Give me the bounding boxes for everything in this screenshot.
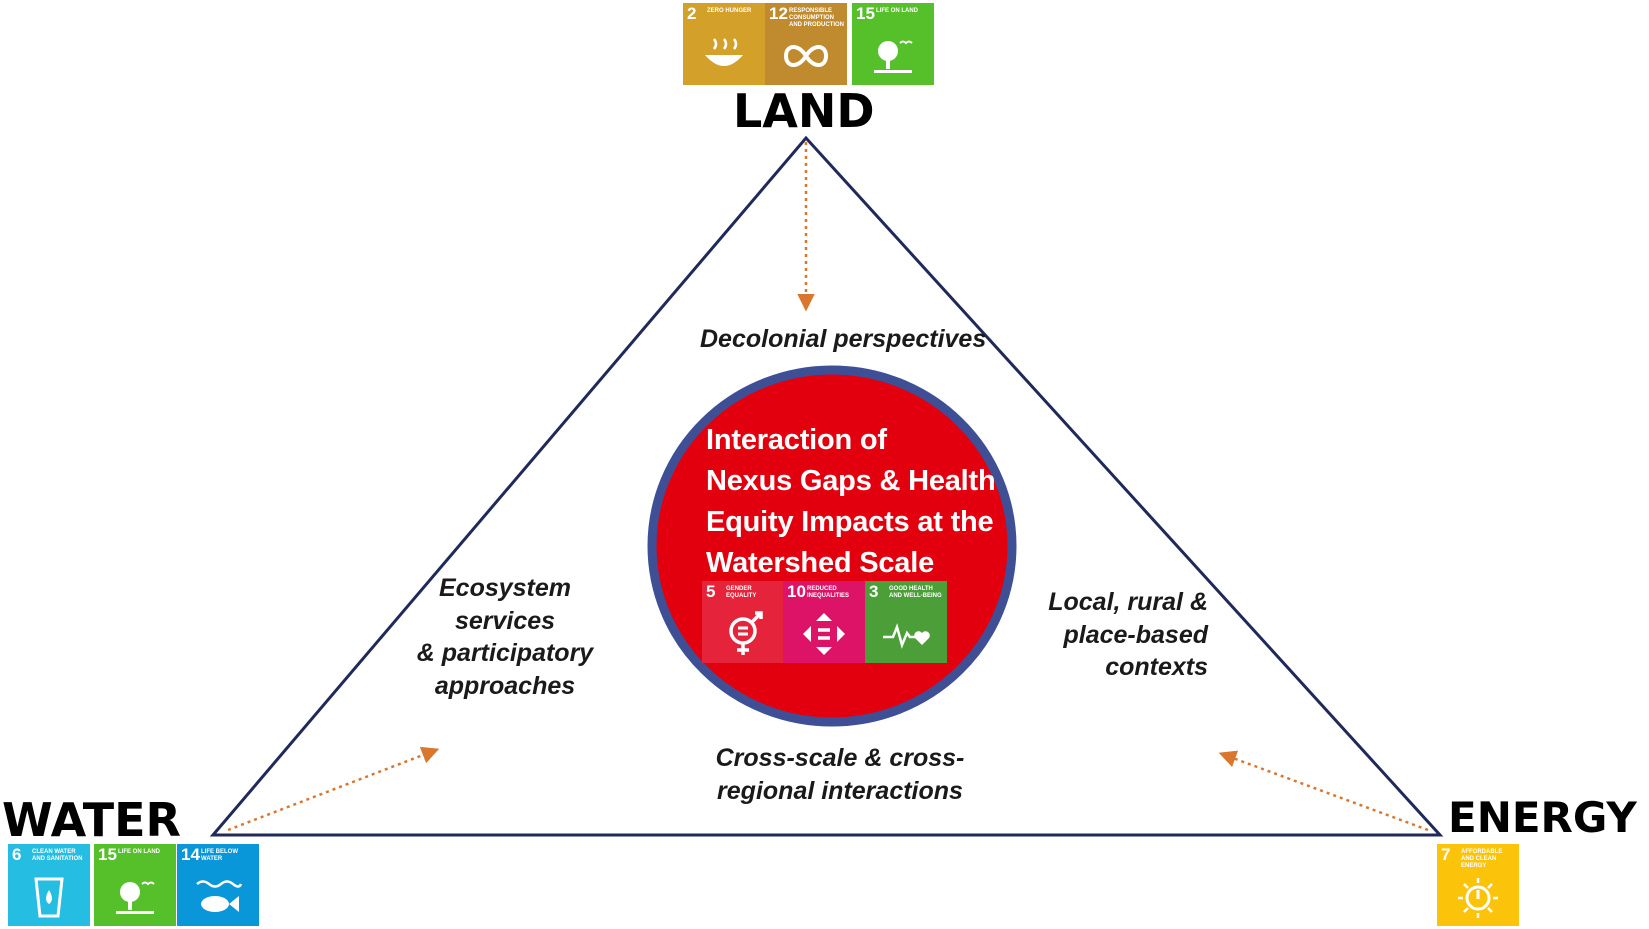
sdg-title: LIFE BELOW WATER	[201, 849, 238, 863]
nexus-triangle	[209, 135, 1444, 837]
infinity-loop-icon	[783, 45, 829, 67]
center-title: Interaction of Nexus Gaps & Health Equit…	[706, 424, 996, 579]
sdg-title: GENDER EQUALITY	[726, 586, 757, 600]
sdg-tile-center-5: 5 GENDER EQUALITY	[702, 581, 784, 663]
fish-waves-icon	[196, 880, 243, 912]
food-bowl-icon	[705, 38, 743, 66]
sdg-title: REDUCED INEQUALITIES	[807, 586, 850, 600]
energy-arrow	[1218, 750, 1429, 832]
sdg-tile-land-2: 2 ZERO HUNGER	[683, 3, 765, 85]
sdg-title: ZERO HUNGER	[707, 8, 752, 14]
sdg-number: 12	[769, 4, 788, 23]
water-arrow	[227, 746, 440, 832]
theme-ecosystem: Ecosystem services & participatory appro…	[416, 574, 594, 700]
sdg-number: 10	[787, 582, 806, 601]
equality-arrows-icon	[803, 613, 845, 655]
sdg-tile-energy-7: 7 AFFORDABLE AND CLEAN ENERGY	[1437, 844, 1519, 926]
theme-local-rural: Local, rural & place-based contexts	[1048, 588, 1208, 681]
water-label: WATER	[2, 793, 181, 847]
land-label: LAND	[733, 84, 875, 138]
sdg-number: 3	[869, 582, 879, 601]
sdg-title: LIFE ON LAND	[118, 849, 160, 855]
sdg-number: 14	[181, 845, 200, 864]
water-glass-icon	[34, 877, 64, 918]
sdg-title: LIFE ON LAND	[876, 8, 918, 14]
sdg-number: 7	[1441, 845, 1451, 864]
tree-birds-icon	[116, 881, 155, 914]
sdg-title: AFFORDABLE AND CLEAN ENERGY	[1461, 849, 1503, 870]
theme-decolonial: Decolonial perspectives	[700, 325, 987, 353]
tree-birds-icon	[874, 40, 913, 73]
sdg-title: RESPONSIBLE CONSUMPTION AND PRODUCTION	[789, 8, 844, 29]
sdg-tile-center-3: 3 GOOD HEALTH AND WELL-BEING	[865, 581, 947, 663]
sdg-tile-water-6: 6 CLEAN WATER AND SANITATION	[8, 844, 90, 926]
sdg-number: 15	[856, 4, 875, 23]
energy-label: ENERGY	[1448, 793, 1637, 842]
sdg-number: 15	[98, 845, 117, 864]
sdg-number: 6	[12, 845, 22, 864]
sdg-title: CLEAN WATER AND SANITATION	[32, 849, 83, 863]
sun-power-icon	[1458, 878, 1498, 918]
theme-cross-scale: Cross-scale & cross- regional interactio…	[715, 744, 965, 805]
sdg-number: 2	[687, 4, 697, 23]
sdg-title: GOOD HEALTH AND WELL-BEING	[889, 586, 942, 600]
heartbeat-icon	[883, 623, 930, 649]
gender-symbol-icon	[729, 611, 763, 655]
sdg-number: 5	[706, 582, 716, 601]
